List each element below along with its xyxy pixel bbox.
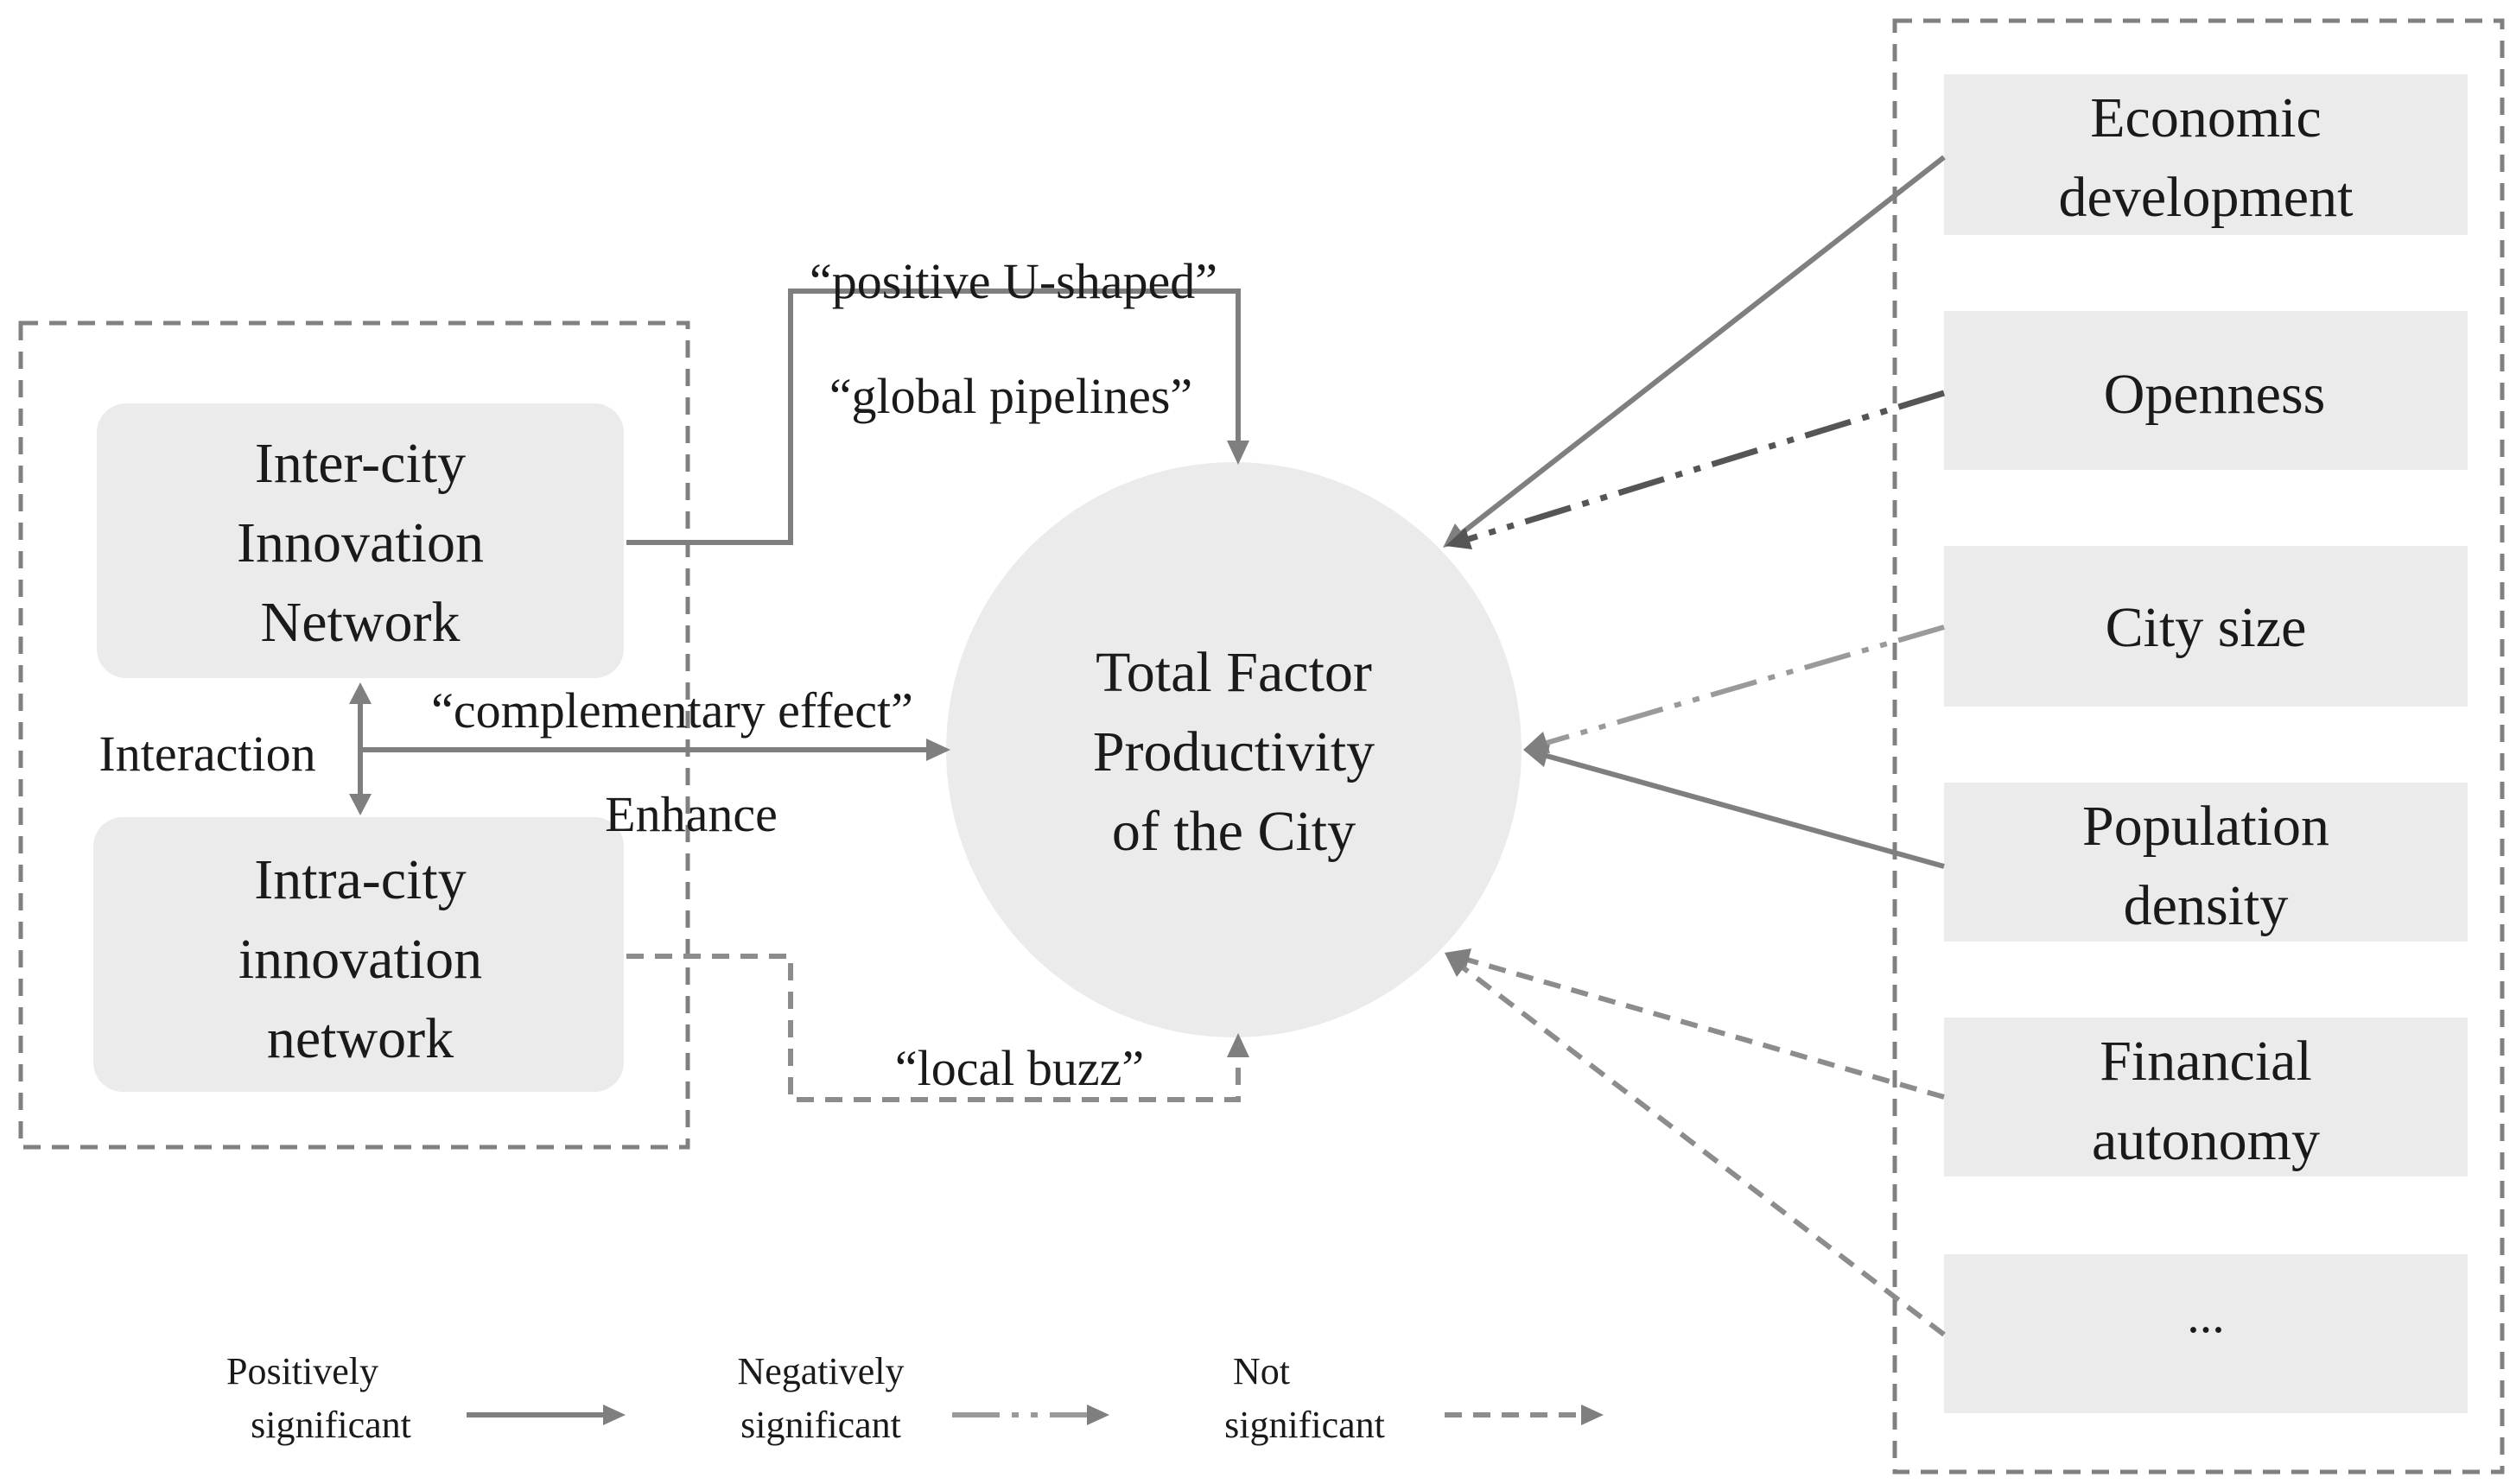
legend-negative-line1: Negatively <box>737 1350 904 1392</box>
factor-box <box>1944 783 2468 942</box>
factor-ellipsis: ... <box>1944 1254 2468 1413</box>
economic-development-arrow <box>1443 155 1946 548</box>
legend-not-significant-line2: significant <box>1224 1404 1385 1446</box>
population-density-arrow <box>1523 745 1945 869</box>
legend-positive: Positively significant <box>226 1350 626 1446</box>
intra-city-network-box <box>93 817 624 1092</box>
legend-negative: Negatively significant <box>737 1350 1109 1446</box>
inter-city-network-box <box>97 403 624 678</box>
ellipsis-arrow <box>1445 953 1946 1337</box>
factor-box <box>1944 311 2468 470</box>
local-buzz-label: “local buzz” <box>895 1040 1144 1096</box>
factor-city-size: City size <box>1944 546 2468 707</box>
factor-label-line2: autonomy <box>2092 1109 2320 1172</box>
factor-population-density: Population density <box>1944 783 2468 942</box>
interaction-label: Interaction <box>98 726 315 782</box>
intra-city-label-line1: Intra-city <box>254 848 467 911</box>
factor-label-line1: City size <box>2106 596 2307 659</box>
intra-city-label-line2: innovation <box>238 928 482 991</box>
inter-city-label-line3: Network <box>261 591 461 654</box>
global-pipelines-label: “global pipelines” <box>829 368 1192 424</box>
tfp-label-line1: Total Factor <box>1096 641 1372 704</box>
factor-box <box>1944 1018 2468 1176</box>
tfp-circle <box>946 462 1522 1037</box>
legend-negative-line2: significant <box>740 1404 901 1446</box>
factor-box <box>1944 1254 2468 1413</box>
tfp-label-line3: of the City <box>1112 800 1356 863</box>
openness-arrow <box>1445 390 1946 549</box>
legend-not-significant: Not significant <box>1224 1350 1604 1446</box>
legend: Positively significant Negatively signif… <box>226 1350 1604 1446</box>
factor-label-line1: Financial <box>2100 1030 2312 1093</box>
complementary-effect-arrow <box>363 739 950 761</box>
factor-box <box>1944 74 2468 235</box>
factor-openness: Openness <box>1944 311 2468 470</box>
interaction-arrow <box>349 682 372 815</box>
factor-label-line1: Economic <box>2090 86 2322 149</box>
financial-autonomy-arrow <box>1445 948 1945 1100</box>
factor-financial-autonomy: Financial autonomy <box>1944 1018 2468 1176</box>
complementary-effect-label: “complementary effect” <box>431 682 913 739</box>
inter-city-label-line1: Inter-city <box>255 432 466 495</box>
legend-positive-line2: significant <box>251 1404 411 1446</box>
factor-label-line1: Openness <box>2104 363 2326 426</box>
network-group-frame <box>18 320 690 1150</box>
factor-label-line1: Population <box>2082 795 2329 858</box>
tfp-node: Total Factor Productivity of the City <box>946 462 1522 1037</box>
tfp-label-line2: Productivity <box>1093 720 1375 783</box>
intra-city-to-tfp-arrow <box>626 954 1249 1102</box>
city-size-arrow <box>1523 625 1945 753</box>
factor-economic-development: Economic development <box>1944 74 2468 235</box>
intra-city-network-node: Intra-city innovation network <box>93 817 624 1092</box>
inter-city-network-node: Inter-city Innovation Network <box>97 403 624 678</box>
legend-positive-line1: Positively <box>226 1350 378 1392</box>
factor-label-line2: density <box>2124 874 2289 937</box>
factor-label-line2: development <box>2059 166 2354 229</box>
inter-city-to-tfp-arrow <box>626 289 1249 545</box>
positive-u-shaped-label: “positive U-shaped” <box>810 253 1217 309</box>
intra-city-label-line3: network <box>267 1007 454 1070</box>
factor-label-line1: ... <box>2187 1287 2225 1343</box>
legend-not-significant-line1: Not <box>1233 1350 1290 1392</box>
factor-box <box>1944 546 2468 707</box>
enhance-label: Enhance <box>605 786 778 842</box>
inter-city-label-line2: Innovation <box>237 511 484 574</box>
